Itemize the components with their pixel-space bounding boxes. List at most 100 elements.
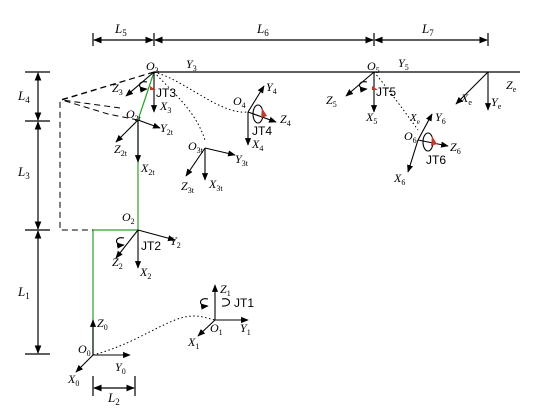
frame-label: Y (435, 110, 443, 124)
svg-text:Z4: Z4 (280, 112, 291, 128)
dimension-label: L3 (17, 164, 30, 181)
frame-label: O (404, 129, 413, 143)
svg-text:X2: X2 (139, 265, 151, 281)
frame-label: X (67, 372, 76, 386)
svg-text:X4: X4 (251, 137, 263, 153)
joint-marker-jt6 (422, 132, 437, 152)
frame-label: O (367, 59, 376, 73)
frame-label: Z (114, 142, 121, 156)
svg-text:Y1: Y1 (240, 321, 251, 337)
svg-text:Y3: Y3 (186, 57, 197, 73)
frame-label: Z (97, 316, 104, 330)
svg-text:Y5: Y5 (398, 56, 409, 72)
frame-label: Y (186, 57, 194, 71)
svg-text:X3: X3 (159, 99, 171, 115)
frame-label: O (210, 321, 219, 335)
svg-text:O1: O1 (210, 321, 223, 337)
joint-label-jt1: JT1 (234, 296, 254, 310)
frame-label: Y (491, 95, 499, 109)
dimension-label: L5 (114, 21, 127, 38)
frame-label: O (233, 94, 242, 108)
svg-text:O2t: O2t (126, 107, 142, 123)
joint-marker-jt2 (115, 237, 125, 249)
joint-label-jt4: JT4 (252, 124, 272, 138)
frame-label: Z (450, 140, 457, 154)
frame-label: Z (326, 93, 333, 107)
svg-text:Y0: Y0 (115, 360, 126, 376)
joint-markers (115, 81, 437, 310)
frame-label: X (187, 335, 196, 349)
frame-label: X (208, 177, 217, 191)
svg-text:Ze: Ze (506, 78, 517, 94)
joint-marker-jt1 (199, 298, 231, 310)
frame-label: O (126, 107, 135, 121)
svg-text:Z6: Z6 (450, 140, 461, 156)
dimension-label: L4 (17, 88, 30, 105)
svg-text:O6: O6 (404, 129, 417, 145)
svg-text:Y3t: Y3t (235, 152, 249, 168)
joint-label-jt6: JT6 (426, 153, 446, 167)
frame-label: X (159, 99, 168, 113)
frame-label: Z (112, 255, 119, 269)
frame-label: X (409, 112, 418, 124)
joint-marker-jt3 (138, 81, 156, 93)
svg-text:O3: O3 (146, 59, 159, 75)
frame-label: Y (160, 121, 168, 135)
frame-label: X (140, 161, 149, 175)
frame-label: X (139, 265, 148, 279)
svg-text:X1: X1 (187, 335, 199, 351)
dimension-label: L1 (17, 284, 30, 301)
frame-label: Y (115, 360, 123, 374)
frame-label: O (122, 210, 131, 224)
svg-text:X0: X0 (67, 372, 79, 388)
svg-text:Z2: Z2 (112, 255, 123, 271)
joint-labels: JT3 JT5 JT4 JT6 JT2 JT1 (141, 85, 446, 310)
frame-label: X (251, 137, 260, 151)
dimension-label: L6 (256, 21, 269, 38)
frame-label: Z (181, 179, 188, 193)
frame-label: X (393, 171, 402, 185)
frame-label: Y (266, 80, 274, 94)
dimension-label: L7 (421, 21, 434, 38)
frame-label: O (188, 139, 197, 153)
frame-label: Y (240, 321, 248, 335)
joint-label-jt2: JT2 (141, 239, 161, 253)
svg-text:O4: O4 (233, 94, 246, 110)
joint-marker-jt4 (252, 104, 267, 124)
frame-label: Z (280, 112, 287, 126)
svg-text:Ye: Ye (491, 95, 502, 111)
svg-text:Y2: Y2 (170, 234, 181, 250)
frame-label: Y (170, 234, 178, 248)
dimension-lines (25, 33, 489, 396)
svg-text:Z2t: Z2t (114, 142, 128, 158)
joint-label-jt5: JT5 (376, 85, 396, 99)
dimension-labels: L5 L6 L7 L4 L3 L1 L2 (17, 21, 434, 407)
svg-text:Z0: Z0 (97, 316, 108, 332)
frame-label: Y (398, 56, 406, 70)
svg-text:O5: O5 (367, 59, 380, 75)
frame-labels: O3 Y3 O5 Y5 Ze Z3 X3 O2t Y2t Z2t X2t O4 … (67, 56, 517, 388)
svg-text:Z3t: Z3t (181, 179, 195, 195)
svg-text:Xe: Xe (409, 112, 420, 126)
svg-text:Xe: Xe (460, 91, 472, 107)
svg-text:Z5: Z5 (326, 93, 337, 109)
frame-label: Z (220, 282, 227, 296)
svg-text:Z1: Z1 (220, 282, 231, 298)
svg-text:O0: O0 (78, 342, 91, 358)
frame-label: X (460, 91, 469, 105)
svg-text:X3t: X3t (208, 177, 223, 193)
svg-text:Y4: Y4 (266, 80, 277, 96)
svg-text:Y6: Y6 (435, 110, 446, 126)
frame-label: O (78, 342, 87, 356)
svg-text:Y2t: Y2t (160, 121, 174, 137)
svg-text:X6: X6 (393, 171, 405, 187)
svg-text:X2t: X2t (140, 161, 155, 177)
dimension-label: L2 (107, 390, 120, 407)
frame-correspondence-curves (92, 71, 419, 356)
frame-label: X (365, 110, 374, 124)
frame-label: Y (235, 152, 243, 166)
frame-label: O (146, 59, 155, 73)
joint-label-jt3: JT3 (156, 86, 176, 100)
frame-label: Z (506, 78, 513, 92)
